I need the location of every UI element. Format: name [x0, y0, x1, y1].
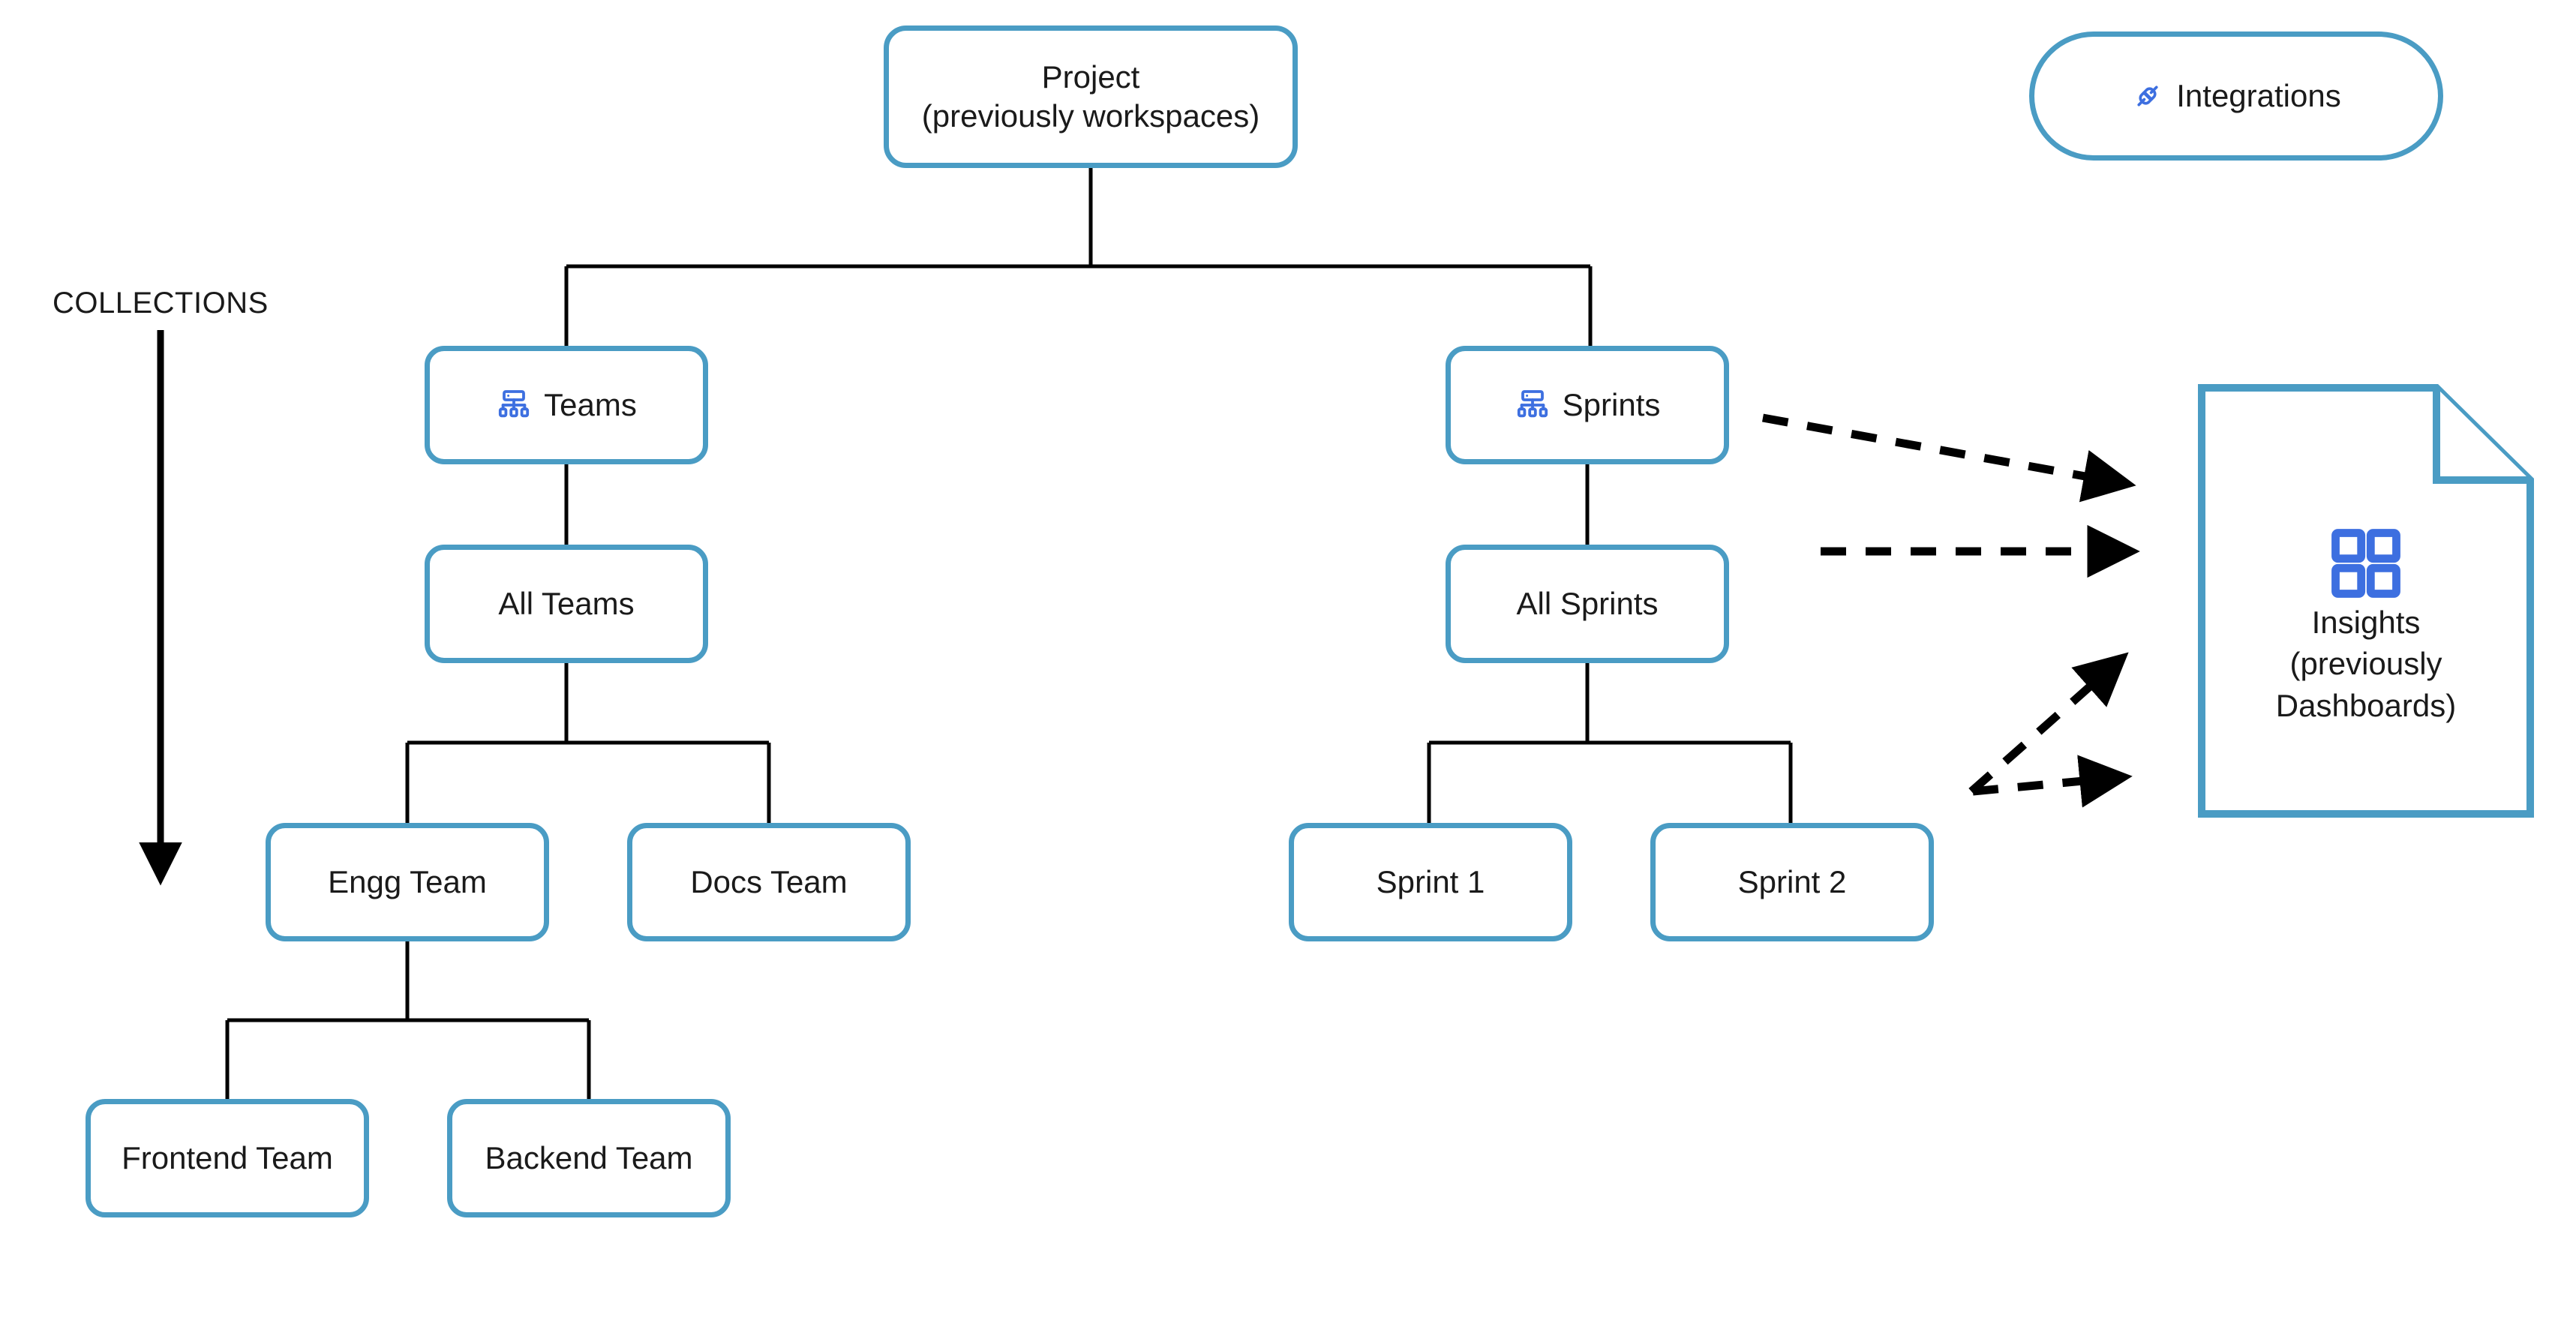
node-insights[interactable]: Insights (previously Dashboards)	[2198, 384, 2534, 818]
plug-connector-icon	[2131, 80, 2164, 113]
node-docs-team-label: Docs Team	[690, 863, 848, 899]
node-sprints-label: Sprints	[1562, 386, 1661, 422]
node-all-teams[interactable]: All Teams	[425, 545, 708, 663]
dashboard-grid-icon	[2325, 523, 2406, 604]
node-backend-team[interactable]: Backend Team	[447, 1099, 731, 1217]
node-teams-label: Teams	[544, 386, 637, 422]
node-integrations-label: Integrations	[2176, 77, 2341, 113]
node-all-sprints-label: All Sprints	[1516, 585, 1659, 621]
node-sprint-2[interactable]: Sprint 2	[1650, 823, 1934, 941]
hierarchy-icon	[496, 387, 532, 423]
node-project[interactable]: Project (previously workspaces)	[884, 26, 1298, 168]
node-docs-team[interactable]: Docs Team	[627, 823, 911, 941]
node-sprint-1[interactable]: Sprint 1	[1289, 823, 1572, 941]
node-sprints[interactable]: Sprints	[1446, 346, 1729, 464]
node-integrations[interactable]: Integrations	[2029, 32, 2443, 161]
node-sprint-1-label: Sprint 1	[1376, 863, 1485, 899]
node-frontend-team[interactable]: Frontend Team	[86, 1099, 369, 1217]
node-sprint-2-label: Sprint 2	[1737, 863, 1847, 899]
node-project-label: Project (previously workspaces)	[921, 59, 1260, 134]
node-all-sprints[interactable]: All Sprints	[1446, 545, 1729, 663]
document-folded-corner-shape	[2198, 384, 2534, 818]
node-engg-team-label: Engg Team	[328, 863, 487, 899]
node-frontend-team-label: Frontend Team	[122, 1139, 333, 1175]
collections-label: COLLECTIONS	[53, 287, 269, 320]
node-all-teams-label: All Teams	[498, 585, 635, 621]
node-insights-label: Insights (previously Dashboards)	[2275, 605, 2457, 723]
hierarchy-icon	[1515, 387, 1551, 423]
node-engg-team[interactable]: Engg Team	[266, 823, 549, 941]
node-teams[interactable]: Teams	[425, 346, 708, 464]
node-backend-team-label: Backend Team	[485, 1139, 693, 1175]
